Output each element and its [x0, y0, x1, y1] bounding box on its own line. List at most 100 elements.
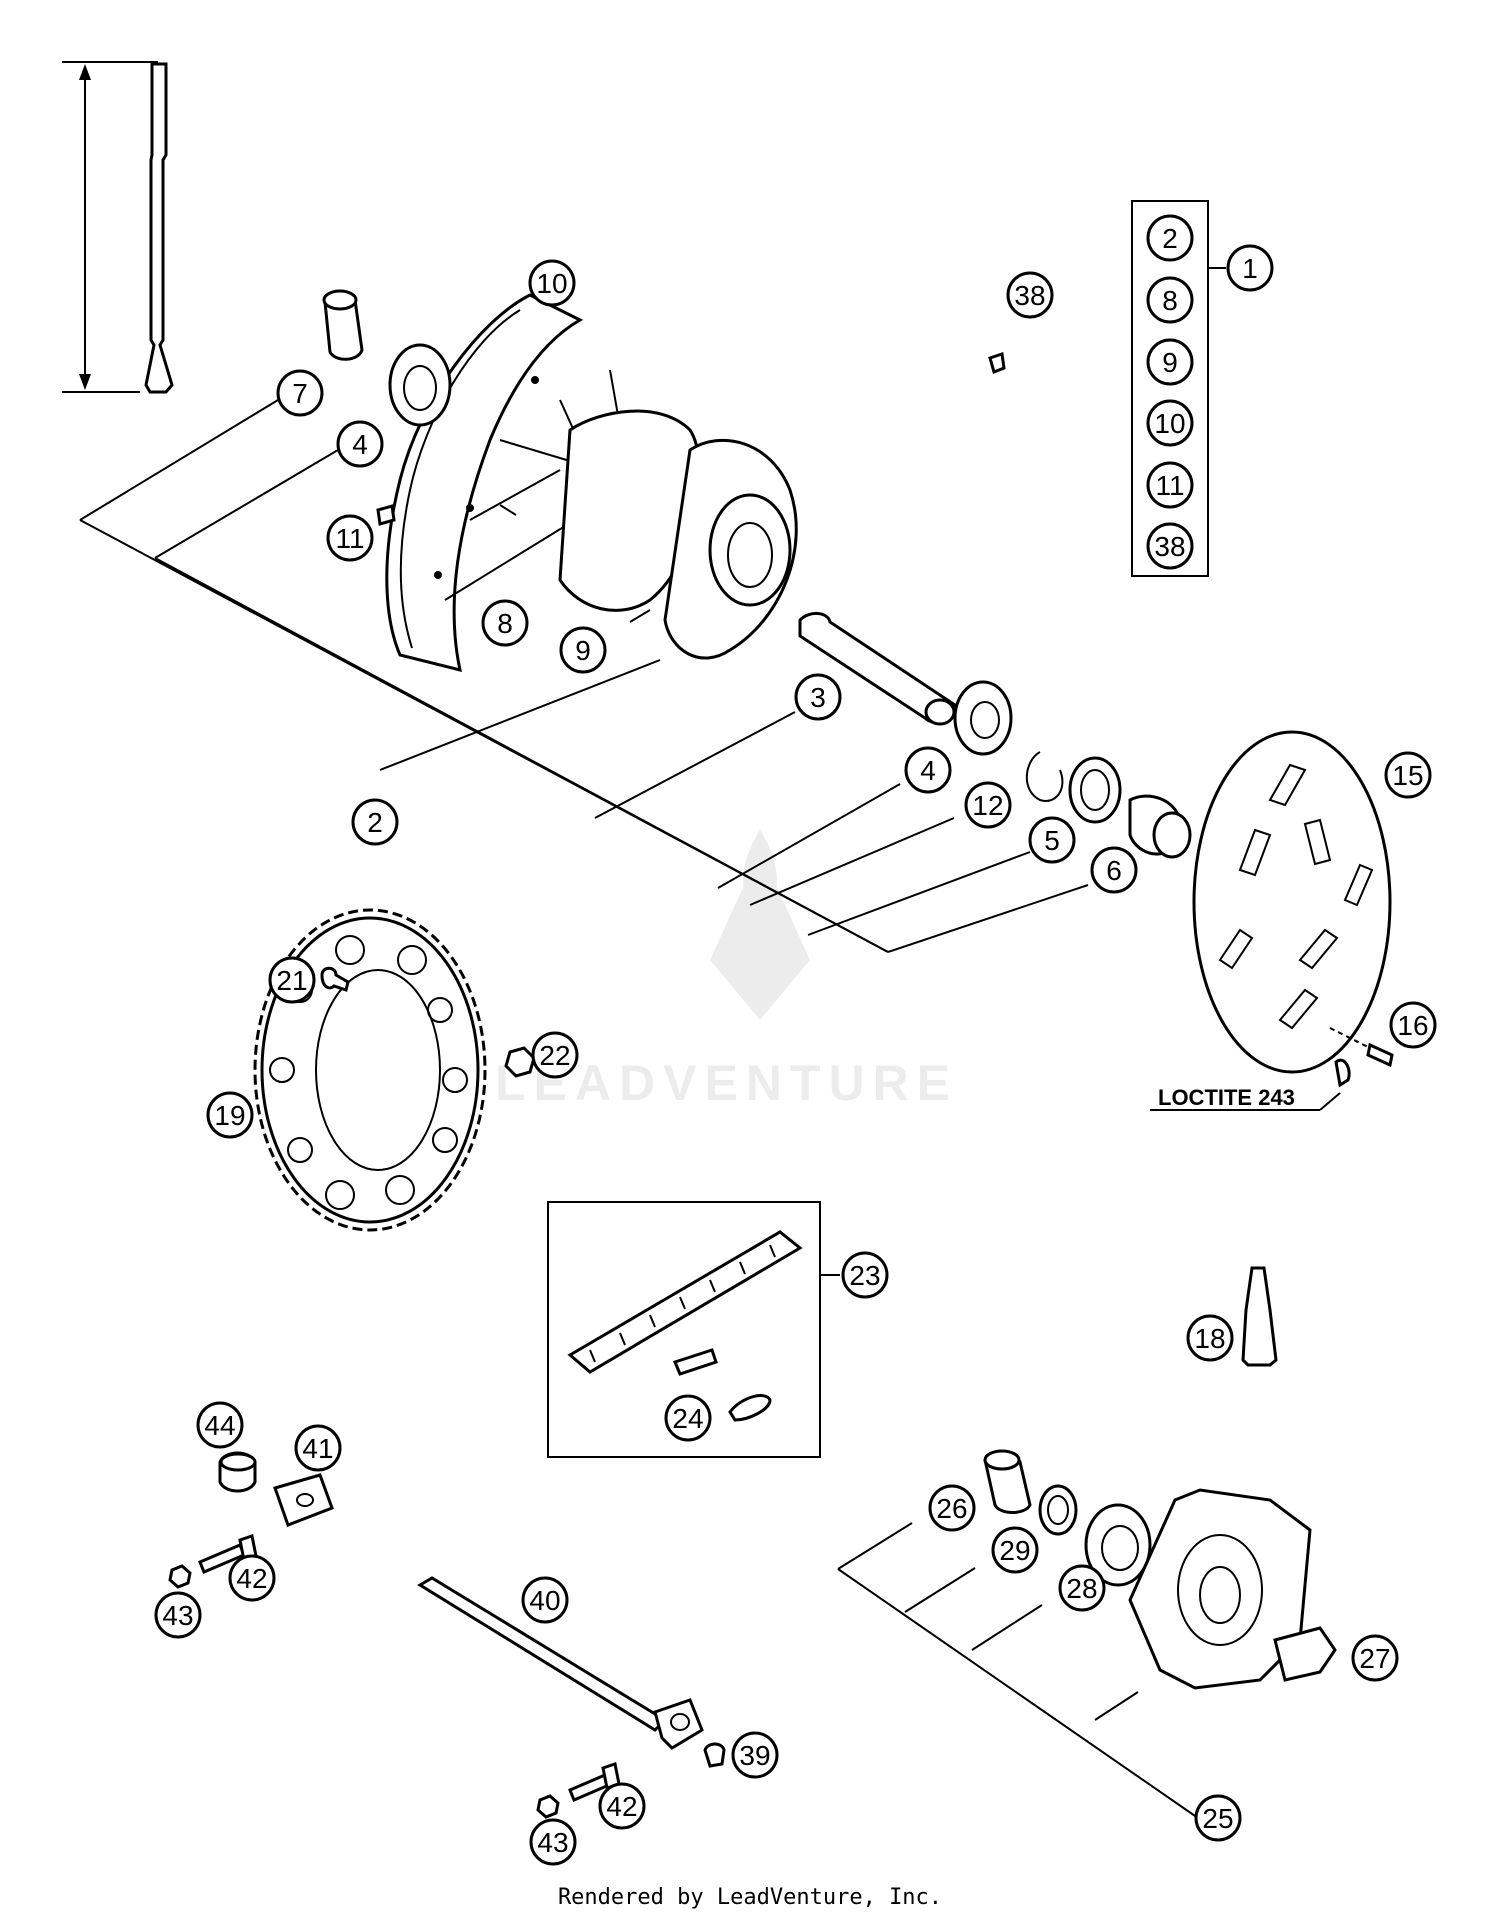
nut-43-bottom	[536, 1794, 560, 1819]
wheel-kit-box	[1131, 200, 1209, 577]
svg-text:10: 10	[536, 268, 567, 299]
callout-25: 25	[1194, 1794, 1242, 1842]
svg-text:38: 38	[1154, 531, 1185, 562]
callout-11-kit: 11	[1146, 461, 1194, 509]
callout-23: 23	[841, 1251, 889, 1299]
svg-text:3: 3	[810, 682, 826, 713]
nut-44	[218, 1451, 257, 1493]
bearing-4-lower	[953, 680, 1013, 756]
svg-text:2: 2	[1162, 223, 1178, 254]
callout-40: 40	[521, 1576, 569, 1624]
svg-text:25: 25	[1202, 1803, 1233, 1834]
nut-43-left	[168, 1564, 192, 1589]
svg-text:11: 11	[1155, 470, 1184, 501]
svg-text:40: 40	[529, 1585, 560, 1616]
spacer-3	[798, 612, 957, 726]
nut-39	[703, 1742, 726, 1768]
watermark-logo	[710, 830, 810, 1020]
svg-text:43: 43	[537, 1827, 568, 1858]
callout-44: 44	[196, 1401, 244, 1449]
callout-42-bottom: 42	[598, 1782, 646, 1830]
bolt-16	[1329, 1027, 1394, 1088]
callout-39: 39	[731, 1731, 779, 1779]
svg-text:27: 27	[1359, 1643, 1390, 1674]
svg-text:2: 2	[367, 807, 383, 838]
callout-2: 2	[351, 798, 399, 846]
svg-text:9: 9	[1162, 347, 1178, 378]
svg-text:4: 4	[920, 755, 936, 786]
callout-4-upper: 4	[336, 420, 384, 468]
nut-22	[504, 1046, 536, 1078]
svg-text:28: 28	[1066, 1573, 1097, 1604]
seal-5	[1068, 756, 1122, 824]
bearing-28	[1084, 1503, 1152, 1587]
svg-text:29: 29	[999, 1535, 1030, 1566]
svg-text:5: 5	[1044, 825, 1060, 856]
bushing-26	[983, 1449, 1032, 1514]
leader-lines	[79, 399, 1341, 1819]
part-38	[988, 352, 1006, 375]
svg-text:43: 43	[162, 1600, 193, 1631]
callout-1: 1	[1226, 244, 1274, 292]
callout-8-kit: 8	[1146, 276, 1194, 324]
callout-4-lower: 4	[904, 746, 952, 794]
callout-27: 27	[1351, 1634, 1399, 1682]
svg-text:12: 12	[972, 790, 1003, 821]
callout-7: 7	[276, 369, 324, 417]
callout-43-bottom: 43	[529, 1818, 577, 1866]
svg-text:1: 1	[1242, 253, 1258, 284]
svg-text:18: 18	[1194, 1323, 1225, 1354]
chain-kit-box	[547, 1201, 821, 1458]
brake-disc-15	[1192, 730, 1392, 1074]
callout-3: 3	[794, 673, 842, 721]
callout-38-kit: 38	[1146, 522, 1194, 570]
svg-text:7: 7	[292, 378, 308, 409]
callout-9: 9	[559, 626, 607, 674]
master-link-24	[672, 1348, 772, 1422]
svg-text:22: 22	[539, 1040, 570, 1071]
svg-text:42: 42	[236, 1563, 267, 1594]
spoke-dimension	[62, 61, 174, 394]
bearing-4-upper	[388, 343, 452, 427]
circlip-12	[1025, 751, 1064, 802]
callout-38: 38	[1006, 271, 1054, 319]
svg-text:8: 8	[1162, 285, 1178, 316]
spacer-6	[1128, 794, 1192, 859]
svg-text:38: 38	[1014, 280, 1045, 311]
svg-text:39: 39	[739, 1740, 770, 1771]
svg-text:44: 44	[204, 1410, 235, 1441]
chain-adjuster-41	[273, 1473, 334, 1527]
callouts: 1 2 8 9 10 11 38 38 10 7 4 11 8 9 3 2 4 …	[154, 214, 1437, 1866]
callout-18: 18	[1186, 1314, 1234, 1362]
axle-40	[417, 1576, 704, 1750]
svg-text:15: 15	[1392, 760, 1423, 791]
loctite-bottle-18	[1241, 1266, 1278, 1367]
callout-8: 8	[481, 599, 529, 647]
footer-credit: Rendered by LeadVenture, Inc.	[557, 1885, 943, 1910]
loctite-note: LOCTITE 243	[1158, 1085, 1295, 1110]
callout-2-kit: 2	[1146, 214, 1194, 262]
bolt-21	[320, 966, 350, 992]
callout-16: 16	[1389, 1001, 1437, 1049]
svg-text:16: 16	[1397, 1010, 1428, 1041]
callout-11: 11	[326, 514, 374, 562]
callout-15: 15	[1384, 751, 1432, 799]
svg-text:10: 10	[1154, 408, 1185, 439]
callout-29: 29	[991, 1526, 1039, 1574]
callout-12: 12	[964, 781, 1012, 829]
svg-text:41: 41	[302, 1433, 333, 1464]
svg-text:9: 9	[575, 635, 591, 666]
callout-22: 22	[531, 1031, 579, 1079]
damper-27	[1273, 1626, 1337, 1682]
svg-text:11: 11	[335, 523, 364, 554]
bolt-11	[376, 504, 396, 526]
svg-text:26: 26	[936, 1493, 967, 1524]
svg-text:42: 42	[606, 1791, 637, 1822]
callout-9-kit: 9	[1146, 338, 1194, 386]
callout-24: 24	[664, 1394, 712, 1442]
callout-19: 19	[206, 1091, 254, 1139]
callout-5: 5	[1028, 816, 1076, 864]
callout-43-left: 43	[154, 1591, 202, 1639]
svg-text:19: 19	[214, 1100, 245, 1131]
